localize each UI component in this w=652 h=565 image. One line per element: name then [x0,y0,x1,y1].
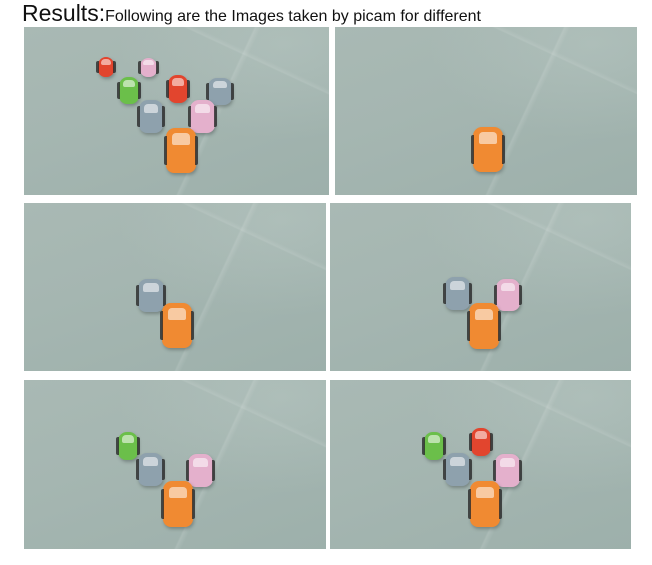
car-pink [138,58,159,77]
car-red [469,428,493,456]
picam-photo-4 [330,203,631,371]
car-red [96,57,116,77]
results-title: Results: [22,0,106,26]
car-pink [188,100,217,133]
car-pink [493,454,522,487]
car-orange [471,127,505,172]
car-gray [137,100,165,133]
car-gray [443,277,472,310]
car-orange [161,481,195,527]
picam-photo-3 [24,203,326,371]
picam-photo-6 [330,380,631,549]
car-red [166,75,190,103]
car-orange [467,303,501,349]
car-orange [164,128,198,173]
picam-photo-2 [335,27,637,195]
car-gray [443,453,472,486]
picam-photo-1 [24,27,329,195]
results-heading: Results:Following are the Images taken b… [22,0,481,30]
car-gray [136,453,165,486]
car-green [116,432,140,460]
car-orange [468,481,502,527]
car-orange [160,303,194,348]
car-gray [206,78,234,105]
car-pink [186,454,215,487]
results-caption: Following are the Images taken by picam … [105,8,481,25]
car-green [117,77,141,104]
car-gray [136,279,166,312]
car-pink [494,279,522,311]
picam-photo-5 [24,380,326,549]
car-green [422,432,446,460]
